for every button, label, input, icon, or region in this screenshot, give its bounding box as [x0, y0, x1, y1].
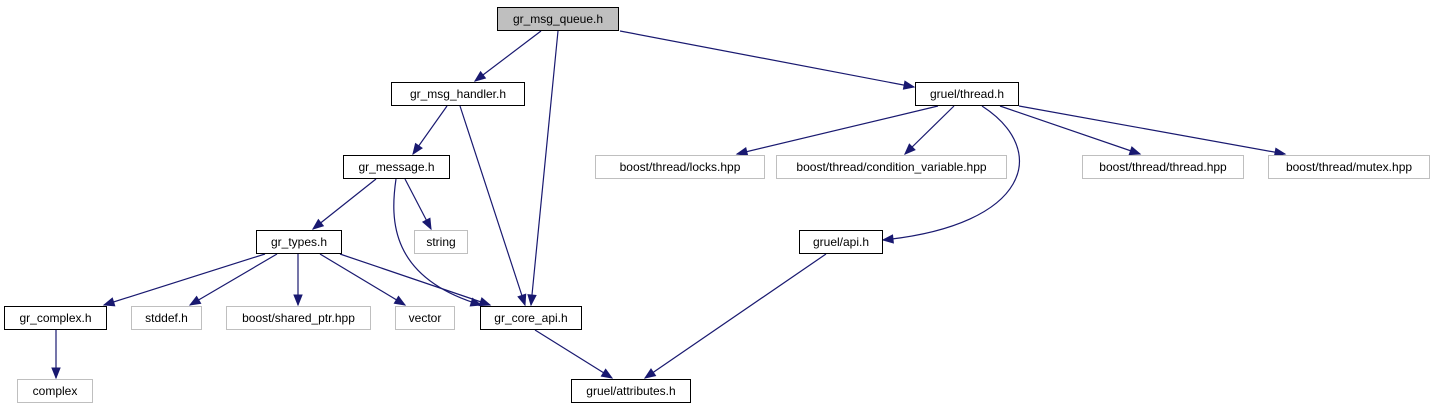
edge-thread-to-locks — [736, 105, 939, 155]
edge-handler-to-core_api — [459, 105, 526, 306]
node-gruel-api-h[interactable]: gruel/api.h — [799, 230, 883, 254]
node-gruel-thread-h[interactable]: gruel/thread.h — [915, 82, 1019, 106]
edge-types-to-complex_h — [103, 253, 266, 306]
edge-root-to-core_api — [530, 30, 559, 306]
node-vector: vector — [395, 306, 455, 330]
edge-types-to-stddef-arrowhead — [188, 295, 202, 306]
node-gr-complex-h[interactable]: gr_complex.h — [4, 306, 107, 330]
node-gr-types-h[interactable]: gr_types.h — [256, 230, 342, 254]
edge-message-to-string-arrowhead — [421, 217, 432, 231]
edge-core_api-to-attributes-arrowhead — [600, 368, 614, 379]
edge-message-to-core_api-arrowhead — [469, 297, 483, 307]
edge-root-to-handler-arrowhead — [473, 70, 487, 82]
edge-thread-to-api — [882, 105, 1020, 241]
edge-api-to-attributes-arrowhead — [643, 368, 657, 379]
edge-root-to-core_api-arrowhead — [527, 294, 537, 307]
edge-thread-to-condvar — [904, 105, 955, 155]
edge-types-to-core_api — [339, 253, 491, 306]
node-boost-shared-ptr-hpp: boost/shared_ptr.hpp — [226, 306, 371, 330]
node-gr-msg-handler-h[interactable]: gr_msg_handler.h — [391, 82, 525, 106]
edge-thread-to-bthread-arrowhead — [1128, 146, 1142, 156]
node-boost-thread-locks-hpp: boost/thread/locks.hpp — [595, 155, 765, 179]
node-boost-thread-condition-variable-hpp: boost/thread/condition_variable.hpp — [776, 155, 1007, 179]
edge-root-to-handler — [474, 30, 542, 82]
node-complex: complex — [17, 379, 93, 403]
edge-handler-to-message-arrowhead — [412, 142, 423, 156]
edge-thread-to-mutex — [1018, 105, 1286, 155]
node-string: string — [414, 230, 468, 254]
node-gr-core-api-h[interactable]: gr_core_api.h — [480, 306, 582, 330]
edge-types-to-vector-arrowhead — [393, 295, 407, 306]
edge-types-to-shared_ptr-arrowhead — [293, 294, 303, 307]
node-boost-thread-thread-hpp: boost/thread/thread.hpp — [1082, 155, 1244, 179]
edge-complex_h-to-complex-arrowhead — [51, 367, 61, 380]
edge-thread-to-locks-arrowhead — [735, 146, 749, 157]
edge-api-to-attributes — [644, 253, 827, 379]
edge-types-to-core_api-arrowhead — [478, 297, 492, 307]
edge-thread-to-condvar-arrowhead — [904, 143, 916, 155]
node-stddef-h: stddef.h — [131, 306, 202, 330]
edge-types-to-complex_h-arrowhead — [102, 297, 116, 307]
edge-message-to-types — [312, 178, 377, 230]
edge-core_api-to-attributes — [534, 329, 613, 379]
node-gruel-attributes-h[interactable]: gruel/attributes.h — [571, 379, 691, 403]
edge-types-to-vector — [319, 253, 406, 306]
node-gr-message-h[interactable]: gr_message.h — [343, 155, 450, 179]
edge-root-to-thread-arrowhead — [902, 80, 916, 90]
edge-handler-to-core_api-arrowhead — [517, 293, 527, 307]
edge-root-to-thread — [619, 30, 915, 88]
edge-types-to-stddef — [189, 253, 278, 306]
node-boost-thread-mutex-hpp: boost/thread/mutex.hpp — [1268, 155, 1430, 179]
node-gr-msg-queue-h: gr_msg_queue.h — [497, 7, 619, 31]
edge-thread-to-bthread — [999, 105, 1141, 155]
edge-message-to-core_api — [393, 178, 482, 306]
edge-thread-to-api-arrowhead — [881, 234, 894, 244]
edge-message-to-types-arrowhead — [311, 218, 325, 230]
